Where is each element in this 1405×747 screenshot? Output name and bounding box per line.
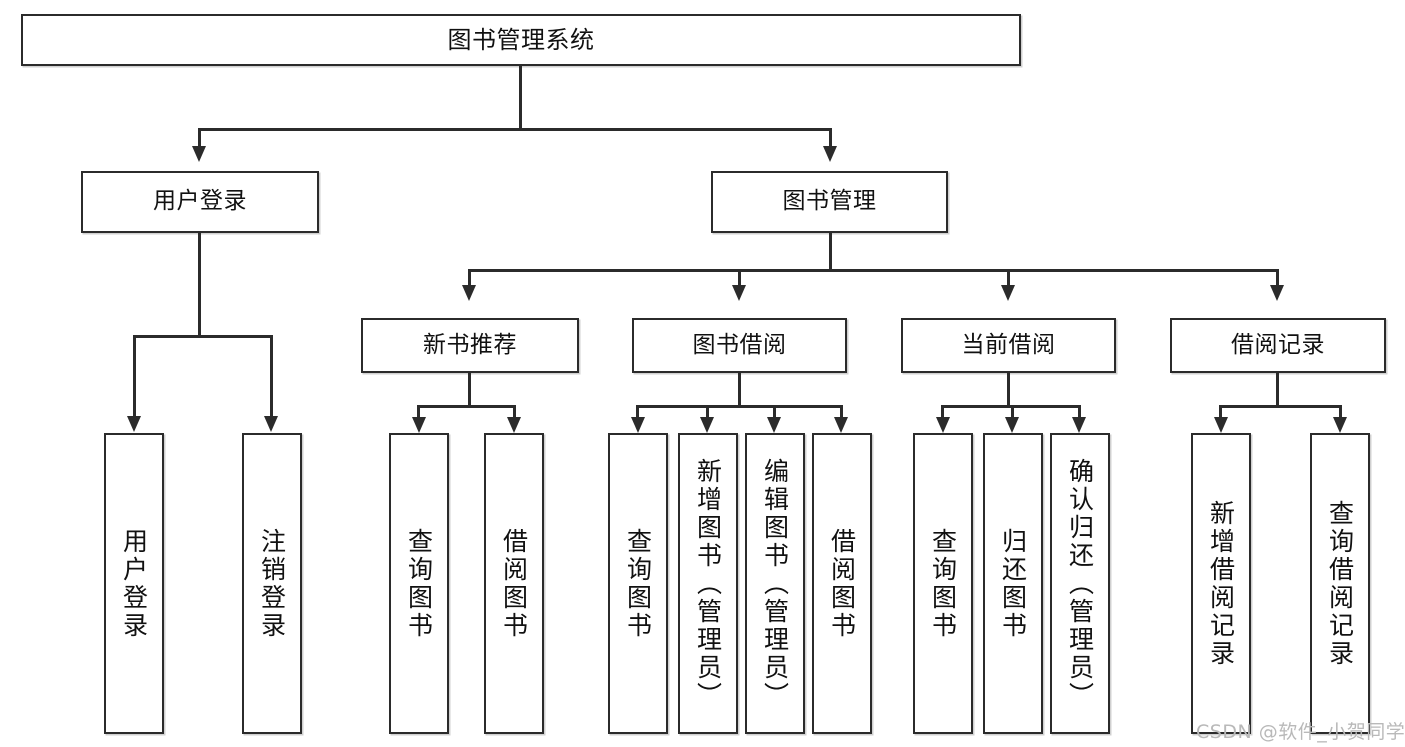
connector-br-bus bbox=[1219, 405, 1342, 408]
arrow-cb-to-leaf-3 bbox=[1072, 417, 1086, 433]
connector-book-manage-stem bbox=[829, 233, 832, 271]
connector-user-login-stem bbox=[198, 233, 201, 337]
connector-br-to-leaf-2 bbox=[1339, 405, 1342, 419]
node-leaf-query-book-1[interactable]: 查询图书 bbox=[389, 433, 449, 734]
connector-book-manage-bus bbox=[468, 269, 1277, 272]
node-book-borrow[interactable]: 图书借阅 bbox=[632, 318, 847, 373]
arrow-bb-to-leaf-2 bbox=[700, 417, 714, 433]
connector-user-login-to-leaf-1 bbox=[133, 335, 136, 418]
connector-user-login-to-leaf-2 bbox=[270, 335, 273, 418]
node-label: 用户登录 bbox=[119, 527, 149, 640]
node-label: 查询图书 bbox=[404, 527, 434, 640]
node-label: 借阅记录 bbox=[1231, 331, 1325, 358]
node-label: 图书借阅 bbox=[692, 331, 787, 358]
connector-br-stem bbox=[1276, 373, 1279, 408]
arrow-bb-to-leaf-4 bbox=[834, 417, 848, 433]
connector-bm-to-l3-1 bbox=[468, 269, 471, 287]
node-label: 注销登录 bbox=[257, 527, 287, 640]
connector-user-login-bus bbox=[133, 335, 273, 338]
arrow-br-to-leaf-2 bbox=[1333, 417, 1347, 433]
node-label: 查询图书 bbox=[928, 527, 958, 640]
connector-bb-to-leaf-4 bbox=[840, 405, 843, 419]
connector-nbr-to-leaf-1 bbox=[417, 405, 420, 419]
connector-bm-to-l3-4 bbox=[1276, 269, 1279, 287]
node-label: 新书推荐 bbox=[423, 331, 517, 358]
connector-bm-to-l3-2 bbox=[738, 269, 741, 287]
connector-root-stem bbox=[519, 66, 522, 130]
arrow-bm-to-l3-3 bbox=[1001, 285, 1015, 301]
node-root-system[interactable]: 图书管理系统 bbox=[21, 14, 1021, 66]
node-leaf-borrow-book-2[interactable]: 借阅图书 bbox=[812, 433, 872, 734]
arrow-cb-to-leaf-1 bbox=[936, 417, 950, 433]
connector-cb-to-leaf-3 bbox=[1078, 405, 1081, 419]
connector-br-to-leaf-1 bbox=[1219, 405, 1222, 419]
node-label: 查询图书 bbox=[623, 527, 653, 640]
arrow-root-to-book-manage bbox=[823, 146, 837, 162]
arrow-nbr-to-leaf-1 bbox=[412, 417, 426, 433]
node-label: 确认归还（管理员） bbox=[1065, 457, 1095, 710]
node-leaf-user-logout[interactable]: 注销登录 bbox=[242, 433, 302, 734]
connector-bb-stem bbox=[738, 373, 741, 408]
connector-bb-to-leaf-3 bbox=[773, 405, 776, 419]
connector-bb-bus bbox=[636, 405, 843, 408]
arrow-user-login-to-leaf-1 bbox=[127, 416, 141, 432]
arrow-br-to-leaf-1 bbox=[1214, 417, 1228, 433]
node-user-login[interactable]: 用户登录 bbox=[81, 171, 319, 233]
node-leaf-borrow-book-1[interactable]: 借阅图书 bbox=[484, 433, 544, 734]
node-leaf-query-book-2[interactable]: 查询图书 bbox=[608, 433, 668, 734]
node-leaf-query-record[interactable]: 查询借阅记录 bbox=[1310, 433, 1370, 734]
node-label: 图书管理 bbox=[782, 188, 877, 215]
node-book-manage[interactable]: 图书管理 bbox=[711, 171, 948, 233]
node-leaf-add-book[interactable]: 新增图书（管理员） bbox=[678, 433, 738, 734]
connector-nbr-stem bbox=[468, 373, 471, 408]
node-leaf-add-record[interactable]: 新增借阅记录 bbox=[1191, 433, 1251, 734]
node-label: 编辑图书（管理员） bbox=[760, 457, 790, 710]
node-label: 借阅图书 bbox=[827, 527, 857, 640]
connector-bb-to-leaf-2 bbox=[706, 405, 709, 419]
node-leaf-confirm-return[interactable]: 确认归还（管理员） bbox=[1050, 433, 1110, 734]
node-label: 查询借阅记录 bbox=[1325, 499, 1355, 668]
node-leaf-user-login[interactable]: 用户登录 bbox=[104, 433, 164, 734]
arrow-bm-to-l3-2 bbox=[732, 285, 746, 301]
node-leaf-query-book-3[interactable]: 查询图书 bbox=[913, 433, 973, 734]
arrow-bm-to-l3-4 bbox=[1270, 285, 1284, 301]
node-borrow-record[interactable]: 借阅记录 bbox=[1170, 318, 1386, 373]
node-new-book-recommend[interactable]: 新书推荐 bbox=[361, 318, 579, 373]
node-leaf-edit-book[interactable]: 编辑图书（管理员） bbox=[745, 433, 805, 734]
connector-bb-to-leaf-1 bbox=[636, 405, 639, 419]
node-label: 图书管理系统 bbox=[447, 25, 595, 54]
connector-bm-to-l3-3 bbox=[1007, 269, 1010, 287]
arrow-user-login-to-leaf-2 bbox=[264, 416, 278, 432]
node-label: 归还图书 bbox=[998, 527, 1028, 640]
arrow-root-to-user-login bbox=[192, 146, 206, 162]
arrow-bm-to-l3-1 bbox=[462, 285, 476, 301]
node-label: 当前借阅 bbox=[961, 331, 1056, 358]
connector-cb-stem bbox=[1007, 373, 1010, 408]
node-label: 新增图书（管理员） bbox=[693, 457, 723, 710]
node-label: 新增借阅记录 bbox=[1206, 499, 1236, 668]
arrow-nbr-to-leaf-2 bbox=[507, 417, 521, 433]
node-label: 用户登录 bbox=[153, 188, 247, 215]
connector-root-bus bbox=[198, 128, 831, 131]
connector-cb-to-leaf-2 bbox=[1011, 405, 1014, 419]
arrow-bb-to-leaf-1 bbox=[631, 417, 645, 433]
connector-cb-to-leaf-1 bbox=[941, 405, 944, 419]
node-leaf-return-book[interactable]: 归还图书 bbox=[983, 433, 1043, 734]
connector-nbr-bus bbox=[417, 405, 516, 408]
node-current-borrow[interactable]: 当前借阅 bbox=[901, 318, 1116, 373]
connector-root-to-book-manage bbox=[829, 128, 832, 148]
connector-nbr-to-leaf-2 bbox=[513, 405, 516, 419]
node-label: 借阅图书 bbox=[499, 527, 529, 640]
connector-root-to-user-login bbox=[198, 128, 201, 148]
arrow-bb-to-leaf-3 bbox=[767, 417, 781, 433]
arrow-cb-to-leaf-2 bbox=[1005, 417, 1019, 433]
